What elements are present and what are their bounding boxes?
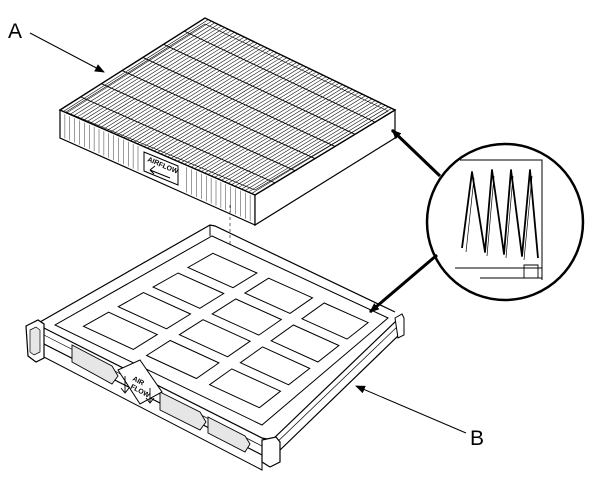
tray-grid-cell xyxy=(239,346,311,386)
filter-airflow-text-1: AIR xyxy=(146,156,160,167)
tray-grid-cell xyxy=(243,277,314,314)
tray-airflow-arrow-icon xyxy=(120,376,155,404)
tray-back-wall xyxy=(39,224,396,323)
tray-left-clip-inner xyxy=(29,326,41,356)
tray-right-clip xyxy=(261,436,281,468)
tray-grid-cell xyxy=(82,311,159,350)
tray-grid-cell xyxy=(117,292,192,330)
filter-rim xyxy=(65,23,389,191)
filter-tray: AIR FLOW xyxy=(25,224,405,471)
detail-arrow-to-filter xyxy=(390,128,442,178)
filter-seams xyxy=(80,30,376,184)
detail-arrow-to-tray xyxy=(369,253,438,314)
tray-grid-cell xyxy=(211,298,283,336)
filter-element: AIR FLOW xyxy=(58,17,397,227)
tray-grid-cell xyxy=(151,272,225,309)
detail-notch xyxy=(523,264,539,279)
callout-a-leader xyxy=(29,32,105,73)
callout-b-leader xyxy=(355,385,467,434)
tray-grid-cell xyxy=(145,339,220,380)
filter-pleats xyxy=(63,19,392,194)
filter-airflow-arrow-icon xyxy=(149,165,171,179)
filter-airflow-label: AIR FLOW xyxy=(143,151,179,186)
tray-grid-cell xyxy=(178,319,252,358)
tray-grid xyxy=(82,252,370,409)
detail-pleat-shadows xyxy=(465,175,533,261)
tray-grid-cell xyxy=(270,324,340,363)
callout-b-label: B xyxy=(470,427,484,450)
tray-front-recesses xyxy=(71,344,251,453)
filter-top-face xyxy=(58,17,397,196)
tray-grid-cell xyxy=(300,302,370,340)
tray-airflow-label: AIR FLOW xyxy=(117,359,163,405)
tray-grid-cell xyxy=(208,368,282,409)
detail-magnifier xyxy=(425,142,585,302)
filter-front-pleats xyxy=(64,114,251,221)
tray-airflow-text-1: AIR xyxy=(131,376,145,388)
detail-circle xyxy=(425,142,585,302)
tray-right-tab xyxy=(394,313,405,339)
detail-pleats xyxy=(461,169,539,259)
callout-a-label: A xyxy=(8,20,22,43)
tray-grid-cell xyxy=(186,252,258,289)
